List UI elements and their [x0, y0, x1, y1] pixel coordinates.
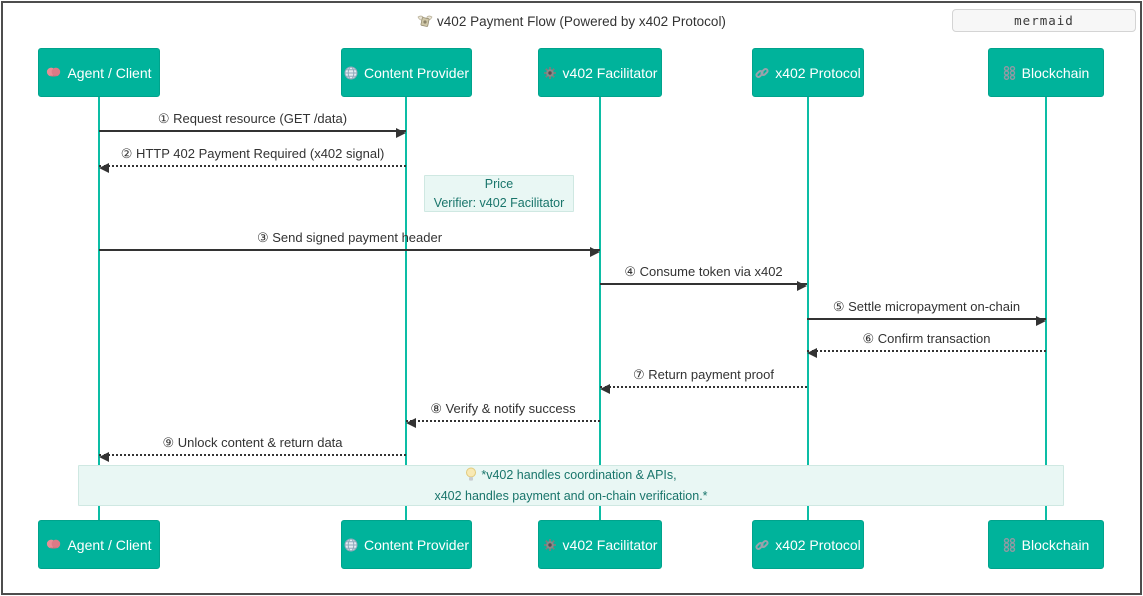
message-line — [600, 384, 807, 394]
actor-agent-client-bottom: Agent / Client — [38, 520, 160, 569]
gear-icon — [543, 538, 557, 552]
message-2: ② HTTP 402 Payment Required (x402 signal… — [99, 143, 406, 173]
message-line — [807, 316, 1046, 326]
link-icon — [755, 538, 769, 552]
actor-x402-protocol-top: x402 Protocol — [752, 48, 864, 97]
message-8: ⑧ Verify & notify success — [406, 398, 600, 428]
diagram-title-text: v402 Payment Flow (Powered by x402 Proto… — [437, 14, 726, 29]
actor-content-provider-top: Content Provider — [341, 48, 472, 97]
message-line — [99, 247, 600, 257]
note-line: Price — [484, 177, 514, 192]
note-price: Price Verifier: v402 Facilitator — [424, 175, 574, 212]
note-line: *v402 handles coordination & APIs, — [79, 466, 1063, 487]
message-label: ⑧ Verify & notify success — [430, 401, 576, 416]
actor-blockchain-top: Blockchain — [988, 48, 1104, 97]
message-line — [807, 348, 1046, 358]
message-label: ⑤ Settle micropayment on-chain — [832, 299, 1021, 314]
diagram-title: v402 Payment Flow (Powered by x402 Proto… — [0, 14, 1143, 31]
message-line — [99, 163, 406, 173]
message-3: ③ Send signed payment header — [99, 227, 600, 257]
actor-agent-client-top: Agent / Client — [38, 48, 160, 97]
lifeline-content-provider — [405, 97, 407, 520]
actor-content-provider-bottom: Content Provider — [341, 520, 472, 569]
globe-icon — [344, 66, 358, 80]
message-label: ① Request resource (GET /data) — [157, 111, 348, 126]
actor-blockchain-bottom: Blockchain — [988, 520, 1104, 569]
brain-icon — [46, 66, 61, 79]
message-line — [600, 281, 807, 291]
actor-label: x402 Protocol — [775, 64, 861, 81]
message-5: ⑤ Settle micropayment on-chain — [807, 296, 1046, 326]
actor-v402-facilitator-bottom: v402 Facilitator — [538, 520, 662, 569]
actor-label: Content Provider — [363, 64, 470, 81]
message-label: ⑨ Unlock content & return data — [162, 435, 343, 450]
actor-label: Content Provider — [363, 536, 470, 553]
actor-label: Blockchain — [1021, 64, 1090, 81]
message-line — [99, 452, 406, 462]
actor-label: v402 Facilitator — [562, 64, 658, 81]
gear-icon — [543, 66, 557, 80]
actor-x402-protocol-bottom: x402 Protocol — [752, 520, 864, 569]
brain-icon — [46, 538, 61, 551]
note-explanation: *v402 handles coordination & APIs, x402 … — [78, 465, 1064, 506]
note-line-text: *v402 handles coordination & APIs, — [481, 467, 677, 482]
link-icon — [755, 66, 769, 80]
message-6: ⑥ Confirm transaction — [807, 328, 1046, 358]
lifeline-x402-protocol — [807, 97, 809, 520]
actor-label: Agent / Client — [67, 64, 152, 81]
message-label: ⑦ Return payment proof — [632, 367, 774, 382]
actor-label: x402 Protocol — [775, 536, 861, 553]
actor-label: v402 Facilitator — [562, 536, 658, 553]
actor-v402-facilitator-top: v402 Facilitator — [538, 48, 662, 97]
lifeline-agent-client — [98, 97, 100, 520]
message-4: ④ Consume token via x402 — [600, 261, 807, 291]
lifeline-v402-facilitator — [599, 97, 601, 520]
lifeline-blockchain — [1045, 97, 1047, 520]
message-line — [406, 418, 600, 428]
note-line: x402 handles payment and on-chain verifi… — [434, 489, 708, 503]
message-7: ⑦ Return payment proof — [600, 364, 807, 394]
message-9: ⑨ Unlock content & return data — [99, 432, 406, 462]
message-label: ③ Send signed payment header — [256, 230, 443, 245]
note-line: Verifier: v402 Facilitator — [433, 195, 565, 210]
chains-icon — [1003, 65, 1016, 80]
lightbulb-icon — [465, 467, 477, 487]
mermaid-badge[interactable]: mermaid — [952, 9, 1136, 32]
message-label: ④ Consume token via x402 — [624, 264, 783, 279]
message-label: ⑥ Confirm transaction — [862, 331, 991, 346]
actor-label: Agent / Client — [67, 536, 152, 553]
globe-icon — [344, 538, 358, 552]
actor-label: Blockchain — [1021, 536, 1090, 553]
money-with-wings-icon — [417, 15, 433, 31]
message-1: ① Request resource (GET /data) — [99, 108, 406, 138]
chains-icon — [1003, 537, 1016, 552]
message-label: ② HTTP 402 Payment Required (x402 signal… — [120, 146, 385, 161]
message-line — [99, 128, 406, 138]
